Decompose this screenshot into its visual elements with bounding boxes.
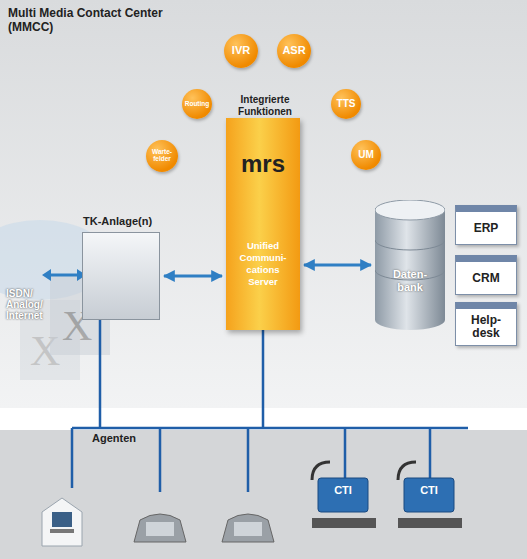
node-text: CRM [462,272,510,285]
function-circle: Warte-felder [146,140,178,172]
node-text: IVR [225,45,257,57]
application-window: ERP [455,205,517,245]
label: ISDN/ Analog/ Internet [6,288,50,321]
node-heading: mrs [226,150,300,178]
label: Agenten [92,432,172,444]
label: CTI [318,484,368,496]
pbx-box: TK-Anlage(n) [82,232,160,320]
node-text: TTS [332,99,360,110]
server-tower: mrsUnified Communi-cations Server [226,118,300,330]
node-text: Warte-felder [147,149,177,163]
application-window: CRM [455,255,517,295]
title: Multi Media Contact Center (MMCC) [8,6,198,34]
node-text: ASR [278,45,310,57]
connector-arrow [164,275,222,278]
connector-arrow [304,264,371,267]
label: Integrierte Funktionen [230,94,300,118]
application-window: Help-desk [455,302,517,346]
node-text: Daten-bank [390,268,430,294]
function-circle: IVR [224,34,258,68]
node-text: Unified Communi-cations Server [226,240,300,288]
node-text: Help-desk [462,314,510,340]
function-circle: Routing [182,89,212,119]
node-text: ERP [462,222,510,235]
function-circle: UM [351,140,381,170]
cylinder-outline [375,200,445,330]
database-cylinder: Daten-bank [375,200,445,330]
node-text: UM [352,150,380,161]
function-circle: ASR [277,34,311,68]
label: CTI [404,484,454,496]
node-text: Routing [183,101,211,108]
node-text: TK-Anlage(n) [83,215,203,227]
function-circle: TTS [331,89,361,119]
